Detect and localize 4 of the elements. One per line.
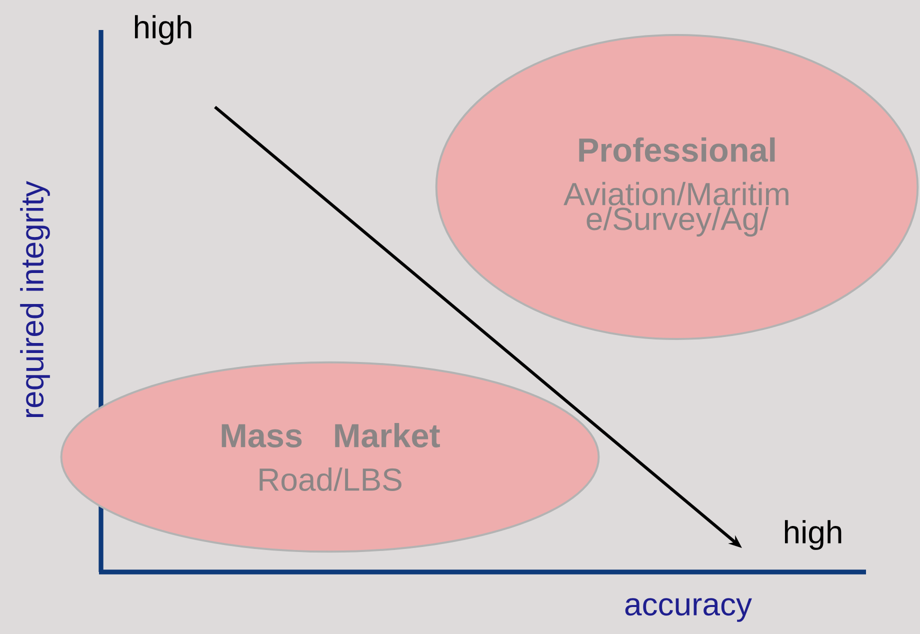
- axis-end-label: high: [784, 520, 842, 550]
- axis-end-label: high: [134, 15, 192, 45]
- axis-title: accuracy: [625, 598, 752, 622]
- axis-title: required integrity: [20, 180, 50, 418]
